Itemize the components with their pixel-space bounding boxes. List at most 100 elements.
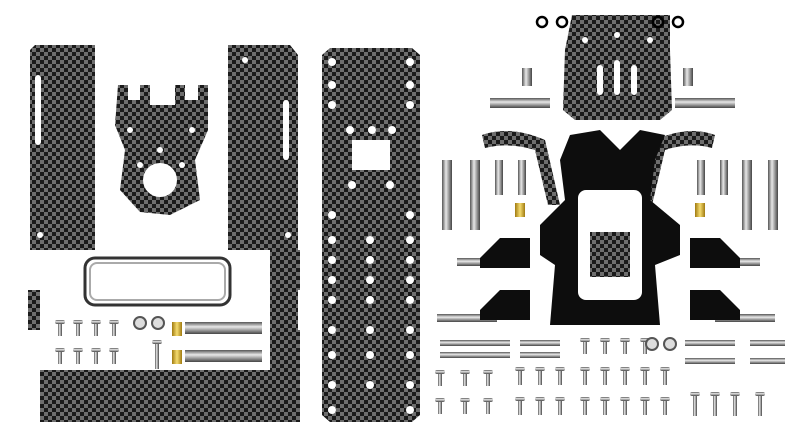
mounting-hole [346,126,354,134]
screw-head [55,348,65,352]
screw-shaft [758,396,762,416]
screw-shaft [623,401,627,415]
screw-head [535,397,545,401]
mounting-hole [366,276,374,284]
screw-shaft [583,371,587,385]
screw-shaft [112,352,116,364]
screw-head [483,370,493,374]
brass-bushing [515,203,525,217]
top-plate [563,15,672,120]
mounting-hole [406,211,414,219]
long-screw [685,340,735,346]
mounting-hole [328,58,336,66]
pin-rod [675,98,735,108]
standoff-post [518,160,526,195]
pin-rod [222,350,262,362]
screw-head [730,392,740,396]
screw-shaft [623,371,627,385]
screw-shaft [583,342,587,354]
screw-shaft [438,402,442,414]
screw-shaft [603,371,607,385]
screw-head [91,348,101,352]
screw-shaft [94,352,98,364]
mounting-hole [328,256,336,264]
suspension-arm [480,290,530,320]
mounting-hole [328,81,336,89]
screw-shaft [94,324,98,336]
mounting-hole [386,181,394,189]
screw-shaft [693,396,697,416]
mounting-hole [406,406,414,414]
screw-head [109,348,119,352]
hex-nut [151,316,165,330]
screw-shaft [463,402,467,414]
screw-head [620,338,630,342]
screw-shaft [663,401,667,415]
suspension-arm [690,290,740,320]
mounting-hole [406,351,414,359]
long-screw [440,340,510,346]
screw-head [483,398,493,402]
standoff-post [720,160,728,195]
screw-head [435,370,445,374]
mounting-hole [348,181,356,189]
screw-head [435,398,445,402]
mounting-hole [366,236,374,244]
screw-head [460,398,470,402]
screw-head [640,367,650,371]
mounting-hole [406,101,414,109]
screw-shaft [518,401,522,415]
screw-head [555,397,565,401]
screw-shaft [733,396,737,416]
mounting-hole [406,296,414,304]
screw-head [580,338,590,342]
standoff-post [742,160,752,230]
screw-head [555,367,565,371]
screw-shaft [623,342,627,354]
screw-shaft [112,324,116,336]
brass-bushing [172,322,182,336]
mounting-hole [406,276,414,284]
mounting-hole [406,58,414,66]
left-rail [28,45,120,422]
screw-shaft [518,371,522,385]
screw-shaft [663,371,667,385]
long-screw [750,340,785,346]
mounting-hole [328,236,336,244]
mounting-hole [328,351,336,359]
pin-rod [490,98,550,108]
pin-rod [437,314,497,322]
standoff-post [697,160,705,195]
brass-bushing [695,203,705,217]
mounting-hole [406,256,414,264]
hardware [55,68,785,416]
screw-shaft [558,401,562,415]
suspension-arm [480,238,530,268]
screw-head [600,367,610,371]
screw-shaft [538,371,542,385]
screw-head [600,338,610,342]
standoff-post [768,160,778,230]
screw-head [73,348,83,352]
screw-shaft [603,342,607,354]
screw-head [460,370,470,374]
screw-head [152,340,162,344]
mounting-hole [368,126,376,134]
mounting-hole [328,211,336,219]
screw-shaft [713,396,717,416]
screw-shaft [643,401,647,415]
screw-shaft [58,324,62,336]
screw-head [620,367,630,371]
long-screw [520,340,560,346]
brass-bushing [172,350,182,364]
mounting-hole [366,296,374,304]
chassis-brace [540,130,680,325]
standoff-post [495,160,503,195]
screw-head [580,397,590,401]
screw-shaft [583,401,587,415]
standoff-post [683,68,693,86]
mounting-hole [328,101,336,109]
long-screw [685,358,735,364]
center-plate [322,48,420,422]
